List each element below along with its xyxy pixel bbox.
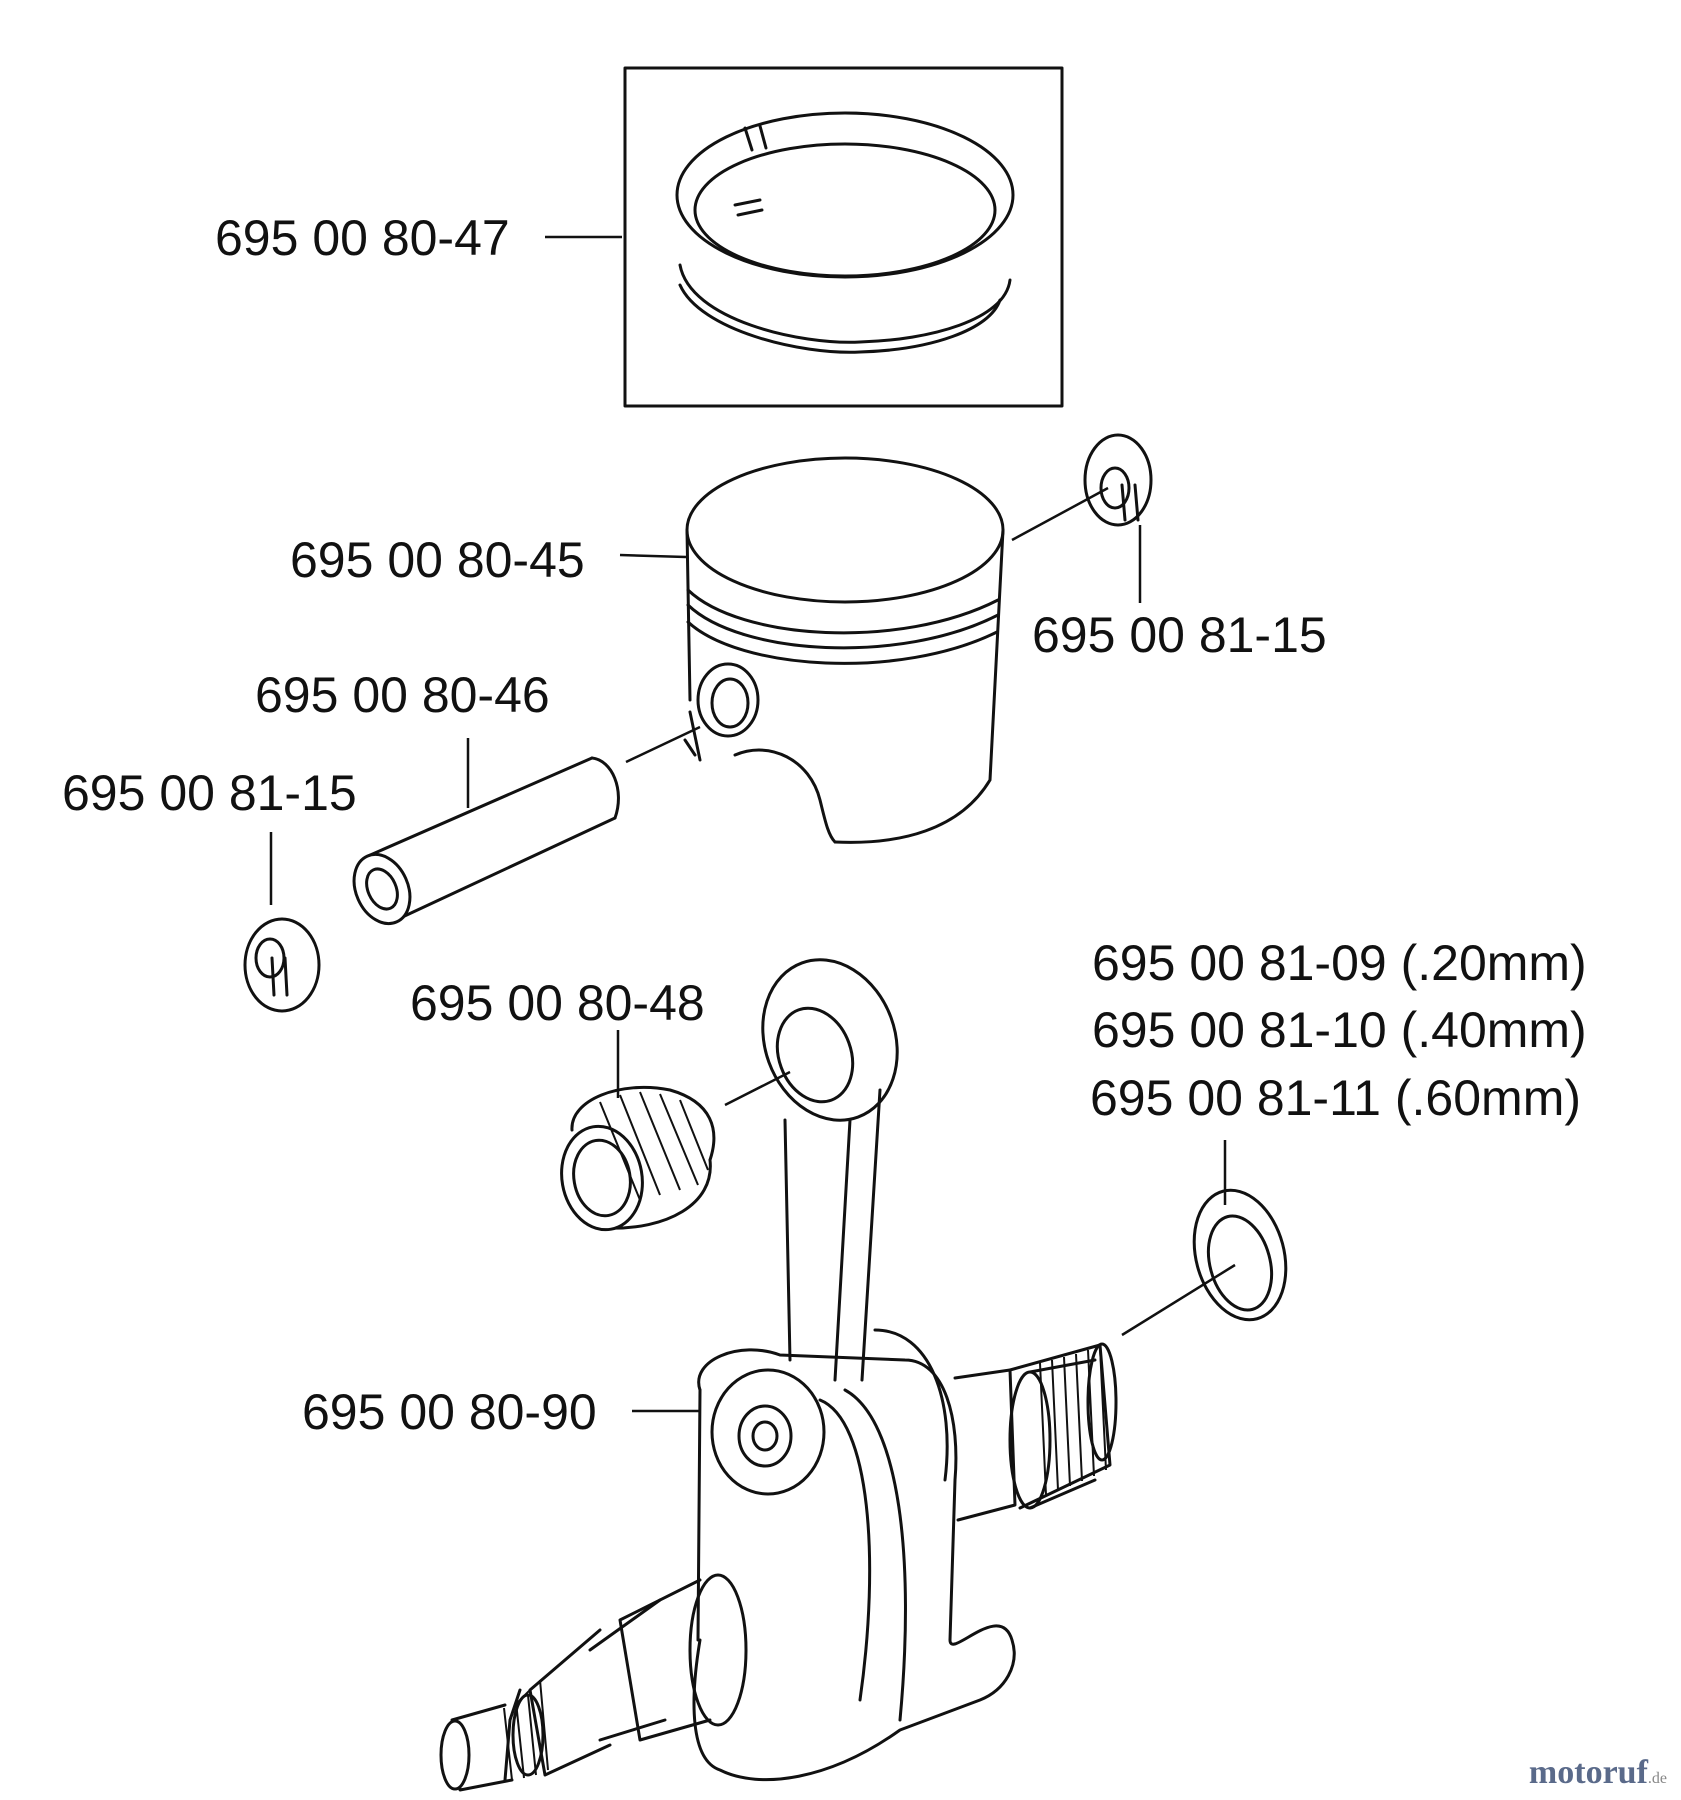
watermark-suffix: .de	[1647, 1770, 1667, 1787]
label-circlip-right[interactable]: 695 00 81-15	[1032, 607, 1327, 663]
leader-circlip-right-axis	[1011, 486, 1109, 542]
watermark-logo: motoruf.de	[1529, 1754, 1667, 1792]
leader-bearing-axis	[724, 1070, 791, 1107]
needle-bearing[interactable]	[554, 1085, 716, 1236]
watermark-brand: motoruf	[1528, 1754, 1648, 1791]
piston[interactable]	[683, 456, 1005, 844]
piston-pin[interactable]	[344, 756, 620, 932]
label-piston-pin[interactable]: 695 00 80-46	[255, 667, 550, 723]
circlip-left[interactable]	[243, 917, 321, 1013]
shim-washer[interactable]	[1180, 1180, 1299, 1330]
leader-pin-axis	[625, 725, 701, 764]
label-shim-060[interactable]: 695 00 81-11 (.60mm)	[1090, 1070, 1581, 1126]
label-needle-bearing[interactable]: 695 00 80-48	[410, 975, 705, 1031]
label-shim-040[interactable]: 695 00 81-10 (.40mm)	[1092, 1002, 1587, 1058]
label-circlip-left[interactable]: 695 00 81-15	[62, 765, 357, 821]
piston-ring-set[interactable]	[623, 66, 1064, 408]
label-piston[interactable]: 695 00 80-45	[290, 532, 585, 588]
label-crankshaft[interactable]: 695 00 80-90	[302, 1384, 597, 1440]
circlip-right[interactable]	[1083, 433, 1153, 527]
label-piston-ring-set[interactable]: 695 00 80-47	[215, 210, 510, 266]
crankshaft-assembly[interactable]	[439, 941, 1118, 1792]
leader-shim-axis	[1121, 1263, 1236, 1337]
label-shim-020[interactable]: 695 00 81-09 (.20mm)	[1092, 935, 1587, 991]
leader-piston	[619, 553, 687, 559]
